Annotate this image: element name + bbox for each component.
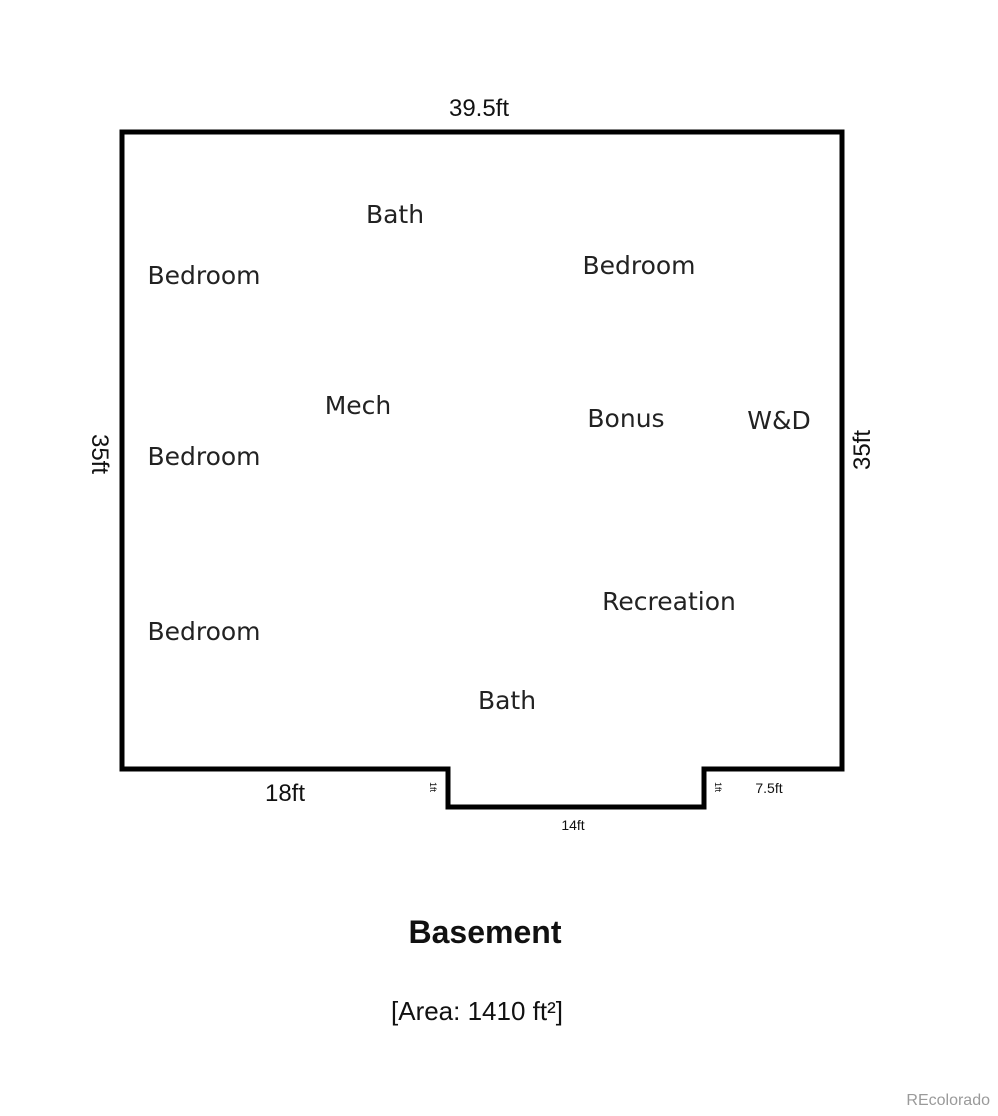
room-label-bath-lower: Bath [478,686,536,715]
dimension-notch-left: 1ft [428,782,438,793]
room-label-bedroom-middle-left: Bedroom [147,442,260,471]
dimension-bottom-right: 7.5ft [755,780,782,796]
room-label-bedroom-upper-left: Bedroom [147,261,260,290]
dimension-right: 35ft [849,430,876,470]
room-label-mech: Mech [325,391,392,420]
room-label-recreation: Recreation [602,587,736,616]
watermark-text: REcolorado [906,1092,990,1109]
dimension-left: 35ft [86,434,113,474]
dimension-top: 39.5ft [449,95,509,122]
room-label-bedroom-lower-left: Bedroom [147,617,260,646]
dimension-notch-right: 1ft [713,782,723,793]
room-label-bedroom-upper-right: Bedroom [582,251,695,280]
room-label-wd: W&D [747,406,810,435]
plan-title: Basement [408,914,562,950]
plan-area: [Area: 1410 ft²] [391,996,563,1026]
dimension-bottom-center: 14ft [561,817,584,833]
dimension-bottom-left: 18ft [265,780,305,807]
wall-outline [119,129,845,810]
room-label-bath-upper: Bath [366,200,424,229]
room-label-bonus: Bonus [587,404,664,433]
